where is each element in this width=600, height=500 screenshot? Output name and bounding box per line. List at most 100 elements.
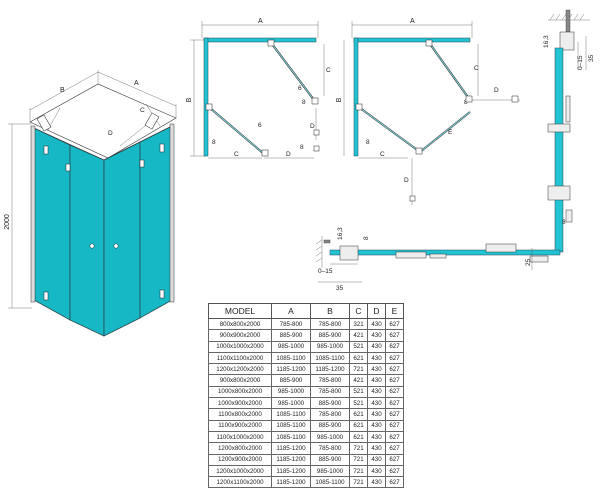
table-cell: 621 — [349, 408, 368, 421]
plan-left-eight-left: 8 — [212, 139, 216, 146]
table-cell: 785-800 — [310, 442, 350, 455]
table-cell: 627 — [385, 329, 404, 342]
plan-left-c-label: C — [326, 67, 331, 74]
table-cell: 627 — [385, 374, 404, 387]
table-cell: 430 — [367, 464, 386, 478]
section-35-top: 35 — [588, 54, 595, 62]
table-cell: 885-900 — [310, 453, 350, 466]
table-cell: 430 — [367, 476, 386, 489]
plan-right-c-label: C — [474, 65, 479, 72]
table-cell: 521 — [349, 340, 368, 353]
table-cell: 985-1000 — [271, 397, 311, 410]
left-glass-panel-outer — [33, 127, 71, 321]
section-163-top: 16,3 — [543, 35, 550, 48]
table-cell: 1200x1200x2000 — [208, 363, 272, 376]
handle-icon — [113, 243, 119, 249]
table-cell: 627 — [385, 340, 404, 353]
plan-right-d-bottom: D — [404, 177, 409, 184]
table-cell: 885-900 — [310, 419, 350, 432]
cross-section-view: 16,3 0–15 35 8 25 16,3 8 0–15 35 — [315, 9, 595, 292]
header-d: D — [367, 303, 386, 319]
table-cell: 885-900 — [310, 397, 350, 410]
table-cell: 985-1000 — [271, 385, 311, 399]
table-cell: 621 — [349, 430, 368, 444]
plan-left-top-glass — [203, 37, 317, 43]
right-glass-panel-outer — [139, 125, 173, 319]
table-cell: 1000x800x2000 — [208, 385, 272, 399]
table-cell: 985-1000 — [310, 430, 350, 444]
table-cell: 430 — [367, 442, 386, 455]
table-cell: 721 — [349, 453, 368, 466]
table-cell: 627 — [385, 408, 404, 421]
plan-right-left-glass — [353, 37, 359, 157]
table-cell: 1085-1100 — [271, 430, 311, 444]
header-model: MODEL — [208, 303, 272, 319]
table-cell: 1085-1100 — [271, 408, 311, 421]
left-glass-panel-inner — [69, 144, 105, 337]
perspective-view: B A C D 2000 — [4, 70, 177, 337]
hinge-icon — [65, 163, 71, 172]
screw-icon — [565, 9, 571, 33]
table-cell: 785-800 — [310, 317, 350, 331]
table-cell: 1185-1200 — [271, 363, 311, 376]
table-cell: 421 — [349, 329, 368, 342]
section-015-left: 0–15 — [318, 268, 333, 275]
table-header-row: MODEL A B C D E — [208, 303, 404, 319]
section-015-top: 0–15 — [577, 55, 584, 70]
table-cell: 430 — [367, 340, 386, 353]
table-cell: 1085-1100 — [271, 351, 311, 365]
table-cell: 885-900 — [310, 329, 350, 342]
hinge-icon — [139, 159, 145, 168]
handle-icon — [89, 243, 95, 249]
table-cell: 627 — [385, 351, 404, 365]
plan-left-a-label: A — [258, 18, 263, 25]
table-cell: 627 — [385, 397, 404, 410]
plan-right-d-label: D — [494, 87, 499, 94]
table-cell: 1100x900x2000 — [208, 419, 272, 432]
table-cell: 521 — [349, 385, 368, 399]
table-cell: 1100x1000x2000 — [208, 430, 272, 444]
table-cell: 430 — [367, 363, 386, 376]
table-cell: 1200x800x2000 — [208, 442, 272, 455]
table-cell: 1185-1200 — [271, 476, 311, 489]
plan-right-c-bottom: C — [380, 151, 385, 158]
plan-left-eight-bottom: 8 — [300, 144, 304, 151]
plan-left-six-bottom: 6 — [258, 122, 262, 129]
table-cell: 430 — [367, 419, 386, 432]
table-cell: 1100x1100x2000 — [208, 351, 272, 365]
right-glass-panel-inner — [103, 141, 141, 337]
table-cell: 900x900x2000 — [208, 329, 272, 342]
plan-right-top-glass — [353, 37, 471, 43]
table-cell: 621 — [349, 419, 368, 432]
perspective-c-label: C — [140, 107, 145, 114]
table-cell: 1185-1200 — [271, 453, 311, 466]
table-cell: 785-800 — [310, 385, 350, 399]
table-cell: 421 — [349, 374, 368, 387]
table-cell: 621 — [349, 351, 368, 365]
table-cell: 627 — [385, 476, 404, 489]
plan-right-a-label: A — [410, 18, 415, 25]
table-cell: 785-800 — [310, 374, 350, 387]
table-cell: 985-1000 — [310, 464, 350, 478]
plan-left-d-bottom: D — [286, 151, 291, 158]
table-cell: 430 — [367, 408, 386, 421]
table-cell: 721 — [349, 464, 368, 478]
hinge-icon — [159, 143, 165, 153]
plan-right-e-label: E — [448, 129, 453, 136]
table-cell: 1000x1000x2000 — [208, 340, 272, 353]
table-cell: 900x800x2000 — [208, 374, 272, 387]
table-cell: 1200x1100x2000 — [208, 476, 272, 489]
header-c: C — [349, 303, 368, 319]
table-cell: 1185-1200 — [310, 363, 350, 376]
table-cell: 1000x900x2000 — [208, 397, 272, 410]
hinge-icon — [43, 145, 49, 155]
table-cell: 785-800 — [310, 408, 350, 421]
